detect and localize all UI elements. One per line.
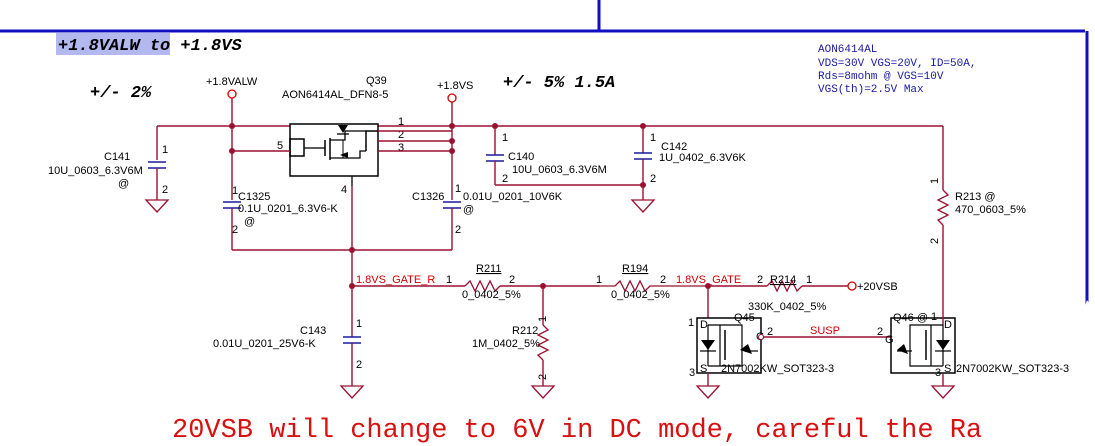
- r214-value: 330K_0402_5%: [748, 301, 827, 313]
- power-port-vs: +1.8VS: [437, 80, 473, 126]
- q45-part: 2N7002KW_SOT323-3: [721, 363, 834, 375]
- svg-text:S: S: [700, 363, 707, 375]
- svg-text:2: 2: [502, 173, 508, 185]
- c1325-value: 0.1U_0201_6.3V6-K: [238, 203, 338, 215]
- svg-text:2: 2: [509, 274, 515, 286]
- svg-text:G: G: [885, 334, 894, 346]
- svg-text:1: 1: [688, 317, 694, 329]
- c143-value: 0.01U_0201_25V6-K: [213, 338, 316, 350]
- svg-text:5: 5: [277, 140, 283, 152]
- svg-text:2: 2: [877, 326, 883, 338]
- svg-text:1: 1: [929, 178, 941, 184]
- q46-ref: Q46 @: [893, 312, 928, 324]
- resistor-r212: 1 2 R212 1M_0402_5%: [472, 286, 556, 399]
- net-gate: 1.8VS_GATE: [676, 274, 741, 286]
- capacitor-c1325: 1 2 C1325 0.1U_0201_6.3V6-K @: [223, 185, 338, 250]
- mosfet-q39: Q39 AON6414AL_DFN8-5 1 2 3 5 4: [277, 75, 404, 196]
- net-gate-r: 1.8VS_GATE_R: [356, 274, 435, 286]
- c141-value: 10U_0603_6.3V6M: [48, 165, 143, 177]
- svg-text:2: 2: [767, 326, 773, 338]
- r211-value: 0_0402_5%: [462, 289, 521, 301]
- net-susp: SUSP: [810, 325, 840, 337]
- resistor-r214: +20VSB 2 1 R214 330K_0402_5%: [708, 274, 898, 313]
- capacitor-c140: 1 2 C140 10U_0603_6.3V6M: [486, 126, 643, 186]
- svg-text:1: 1: [455, 183, 461, 195]
- r212-ref: R212: [512, 325, 538, 337]
- c140-ref: C140: [508, 151, 534, 163]
- r213-value: 470_0603_5%: [955, 204, 1026, 216]
- svg-text:1: 1: [398, 116, 404, 128]
- svg-text:3: 3: [689, 367, 695, 379]
- capacitor-c141: 1 2 C141 10U_0603_6.3V6M @: [48, 144, 170, 213]
- svg-text:S: S: [944, 363, 951, 375]
- c1326-ref: C1326: [412, 191, 444, 203]
- svg-text:1: 1: [232, 185, 238, 197]
- svg-text:2: 2: [232, 224, 238, 236]
- svg-text:1: 1: [162, 144, 168, 156]
- svg-text:@: @: [118, 178, 129, 190]
- svg-text:2: 2: [356, 359, 362, 371]
- r194-ref: R194: [622, 263, 648, 275]
- svg-text:2: 2: [660, 274, 666, 286]
- c1326-value: 0.01U_0201_10V6K: [463, 191, 563, 203]
- r212-value: 1M_0402_5%: [472, 338, 540, 350]
- capacitor-c143: 1 2 C143 0.01U_0201_25V6-K: [213, 286, 365, 399]
- c140-value: 10U_0603_6.3V6M: [512, 164, 607, 176]
- r194-value: 0_0402_5%: [611, 289, 670, 301]
- tolerance-right: +/- 5% 1.5A: [503, 74, 615, 93]
- power-label-vs: +1.8VS: [437, 80, 473, 92]
- capacitor-c142: 1 2 C142 1U_0402_6.3V6K: [630, 126, 747, 213]
- svg-text:2: 2: [455, 224, 461, 236]
- q45-ref: Q45: [734, 312, 755, 324]
- page-tear: [1040, 300, 1095, 446]
- mosfet-q45: Q45 2N7002KW_SOT323-3 D S G 1 2 3: [688, 286, 834, 399]
- section-title: +1.8VALW to +1.8VS: [58, 37, 242, 56]
- r214-ref: R214: [770, 274, 796, 286]
- q46-part: 2N7002KW_SOT323-3: [956, 363, 1069, 375]
- resistor-r211: 1 2 R211 0_0402_5%: [446, 263, 600, 301]
- c141-ref: C141: [104, 151, 130, 163]
- svg-text:@: @: [244, 216, 255, 228]
- svg-text:1: 1: [596, 274, 602, 286]
- power-port-alw: +1.8VALW: [206, 76, 258, 126]
- r211-ref: R211: [476, 263, 501, 275]
- power-label-alw: +1.8VALW: [206, 76, 258, 88]
- svg-text:2: 2: [162, 184, 168, 196]
- q39-ref: Q39: [366, 75, 387, 87]
- mosfet-spec-note: AON6414AL VDS=30V VGS=20V, ID=50A, Rds=8…: [818, 44, 983, 96]
- svg-text:1: 1: [806, 274, 812, 286]
- q39-part: AON6414AL_DFN8-5: [282, 89, 388, 101]
- svg-text:@: @: [463, 204, 474, 216]
- svg-text:1: 1: [356, 318, 362, 330]
- c142-value: 1U_0402_6.3V6K: [659, 152, 747, 164]
- svg-text:3: 3: [935, 367, 941, 379]
- resistor-r194: 1 2 R194 0_0402_5%: [596, 263, 708, 301]
- svg-text:1: 1: [502, 132, 508, 144]
- svg-text:1: 1: [931, 311, 937, 323]
- c143-ref: C143: [300, 325, 326, 337]
- svg-text:2: 2: [537, 374, 549, 380]
- svg-text:2: 2: [650, 173, 656, 185]
- c1325-ref: C1325: [238, 191, 270, 203]
- resistor-r213: 1 2 R213 @ 470_0603_5%: [929, 126, 1026, 317]
- svg-text:1: 1: [537, 316, 549, 322]
- svg-text:2: 2: [929, 238, 941, 244]
- c142-ref: C142: [661, 141, 687, 153]
- svg-text:3: 3: [398, 142, 404, 154]
- svg-text:2: 2: [757, 274, 763, 286]
- svg-text:D: D: [700, 319, 708, 331]
- svg-text:1: 1: [650, 132, 656, 144]
- mosfet-q46: Q46 @ 2N7002KW_SOT323-3 D S G 1 2 3: [877, 311, 1069, 399]
- svg-text:4: 4: [341, 184, 347, 196]
- r213-ref: R213 @: [955, 191, 996, 203]
- tolerance-left: +/- 2%: [90, 84, 153, 103]
- svg-text:1: 1: [446, 274, 452, 286]
- warning-text: 20VSB will change to 6V in DC mode, care…: [172, 416, 982, 446]
- svg-text:D: D: [944, 319, 952, 331]
- title-highlight: [56, 33, 170, 55]
- svg-text:2: 2: [398, 129, 404, 141]
- capacitor-c1326: 1 2 C1326 0.01U_0201_10V6K @: [412, 183, 563, 250]
- power-label-vsb: +20VSB: [857, 281, 898, 293]
